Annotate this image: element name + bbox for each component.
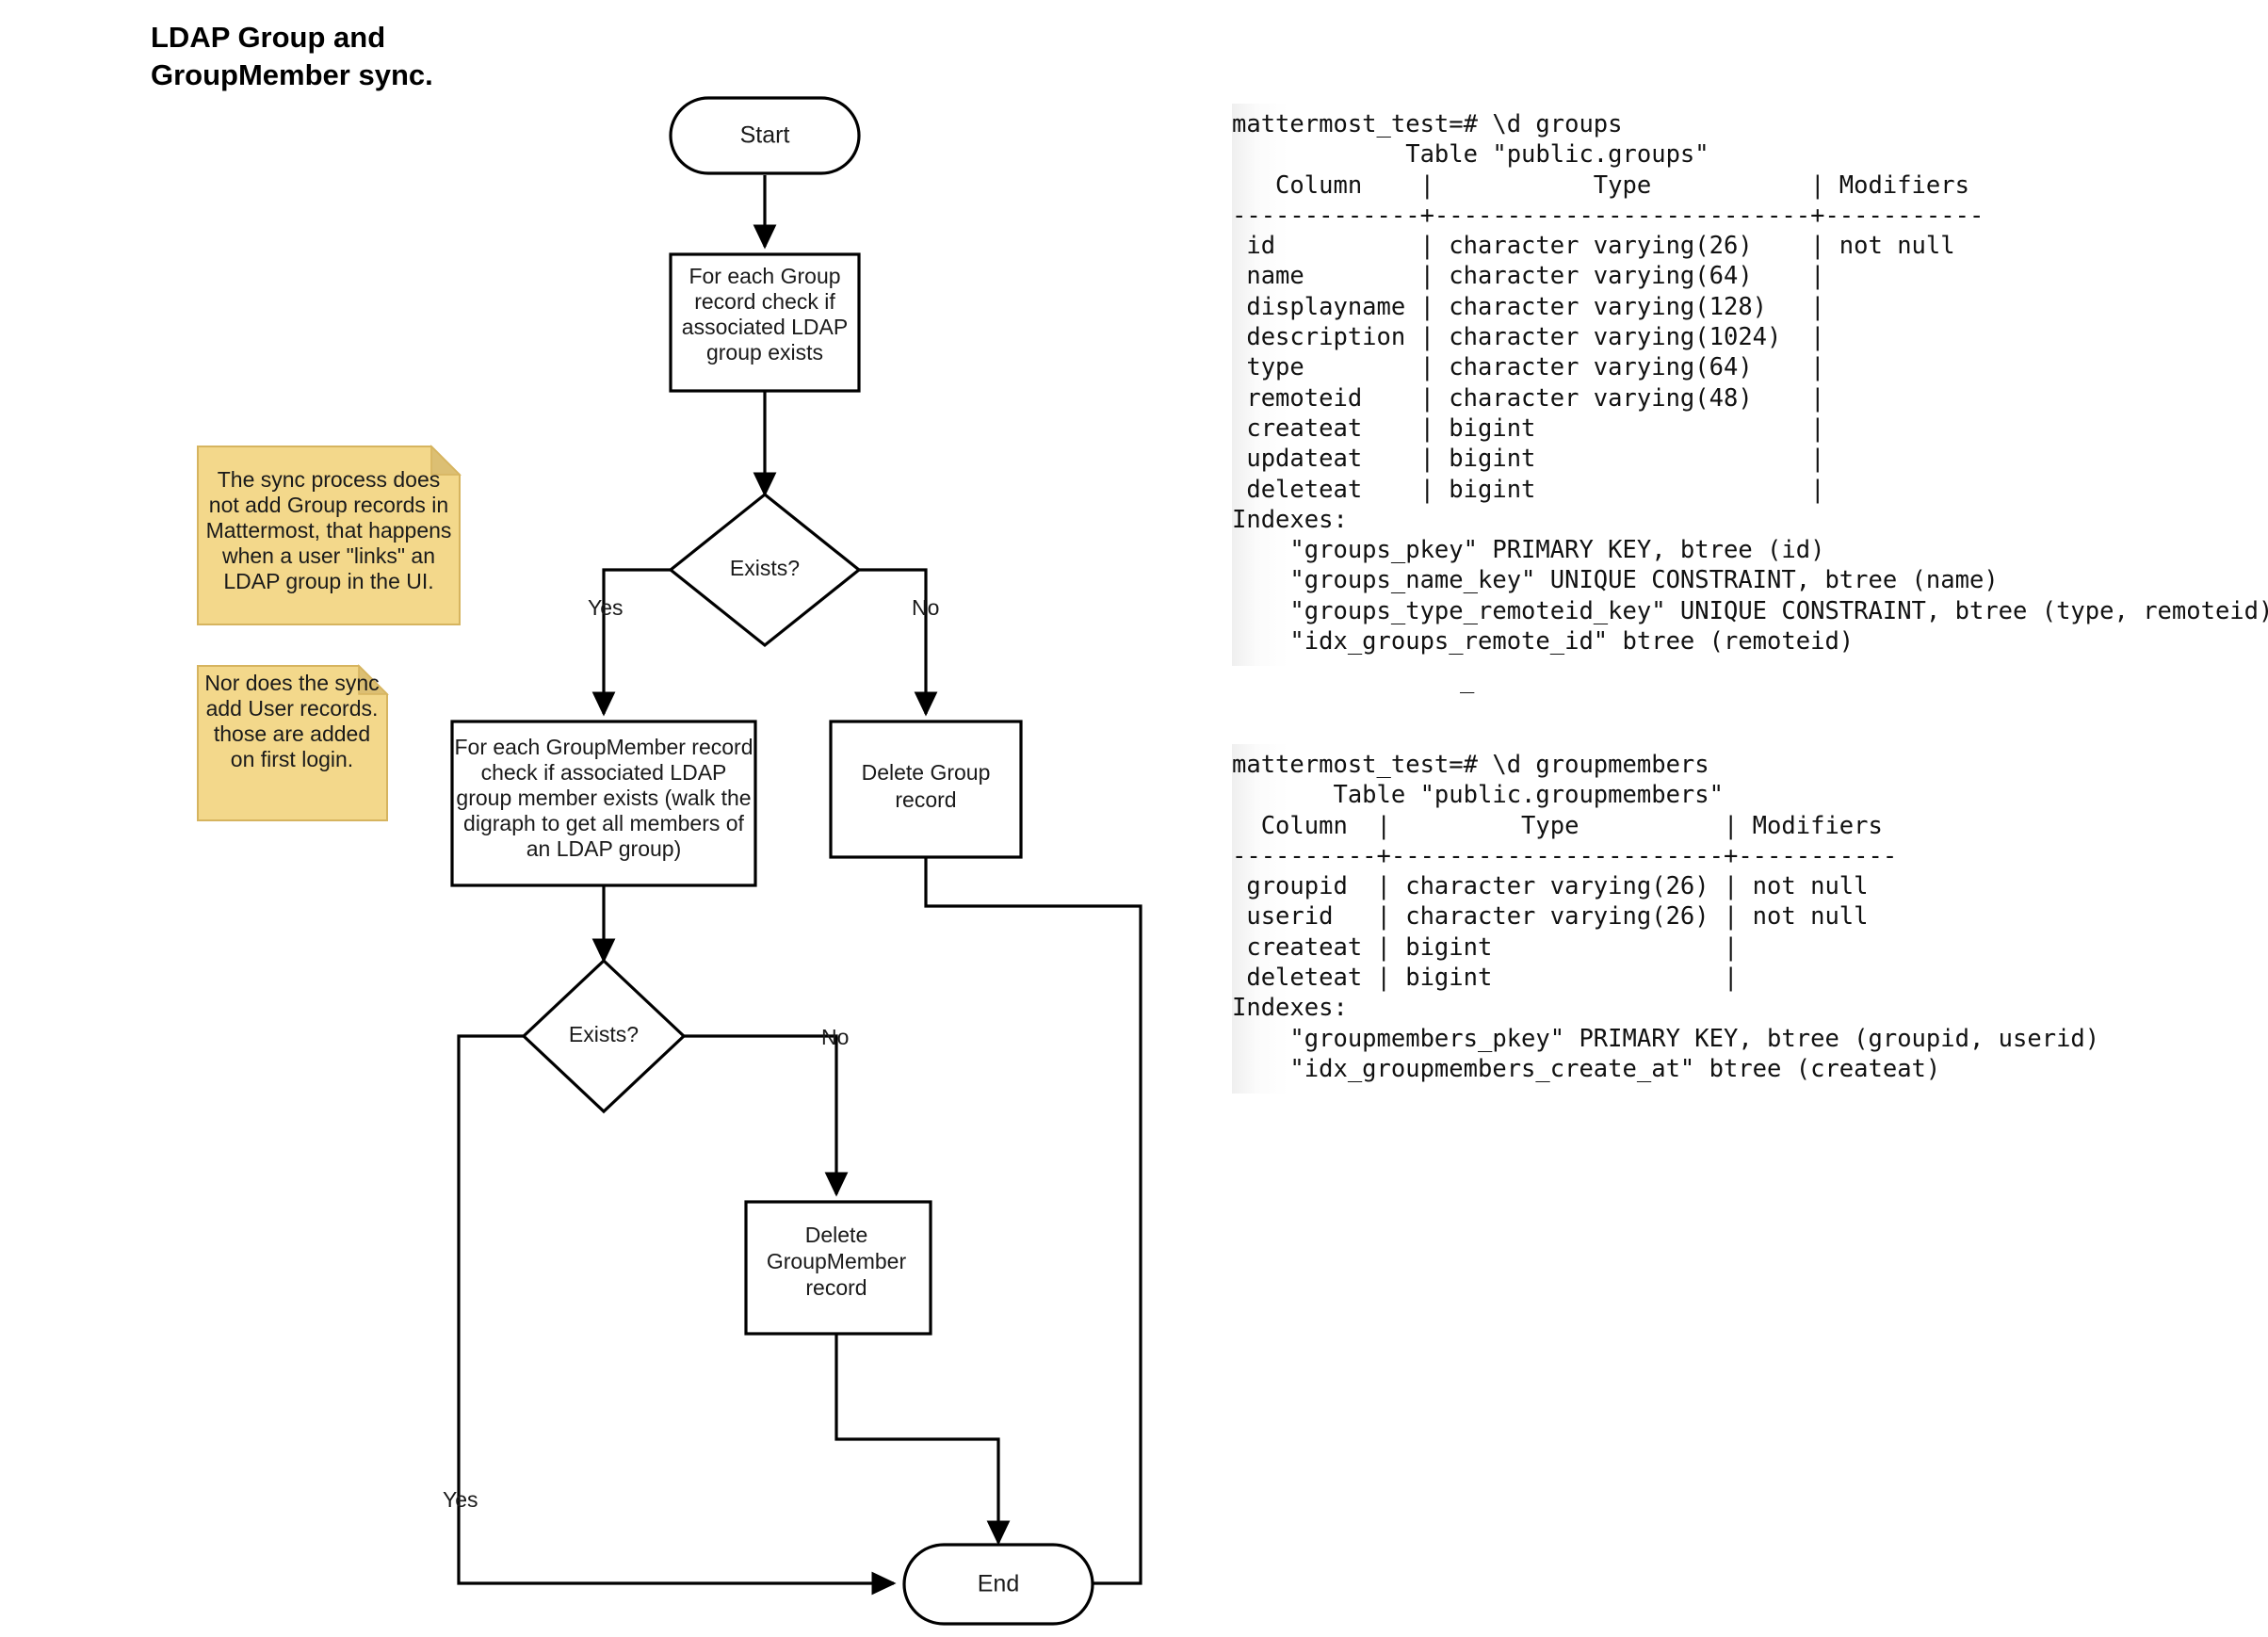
note-2-line-2: add User records. [206, 696, 379, 721]
note-1-line-5: LDAP group in the UI. [223, 569, 433, 593]
node-end[interactable]: End [902, 1543, 1094, 1626]
flowchart-canvas: Start For each Group record check if ass… [197, 96, 1142, 1626]
node-start[interactable]: Start [669, 96, 861, 175]
node-delete-group-line-1: Delete Group [862, 760, 991, 785]
connector-exists2-no-to-delete-groupmember [684, 1034, 849, 1197]
connector-exists1-yes-to-check-groupmember [591, 568, 671, 717]
note-2-line-4: on first login. [231, 747, 353, 771]
node-end-label: End [978, 1571, 1019, 1597]
node-check-group-line-3: associated LDAP [682, 315, 848, 339]
node-check-gm-line-1: For each GroupMember record [454, 735, 753, 759]
node-delete-gm-line-1: Delete [805, 1223, 867, 1247]
note-sync-no-group-add: The sync process does not add Group reco… [197, 445, 462, 625]
node-delete-gm-line-2: GroupMember [767, 1249, 907, 1273]
node-check-group-line-4: group exists [706, 340, 823, 365]
terminal-output-groupmembers: mattermost_test=# \d groupmembers Table … [1232, 744, 2099, 1094]
edge-label-exists1-yes: Yes [588, 595, 624, 620]
edge-label-exists2-no: No [821, 1025, 849, 1049]
node-exists-2-label: Exists? [569, 1022, 639, 1046]
note-2-line-3: those are added [214, 721, 370, 746]
node-check-group-line-2: record check if [694, 289, 835, 314]
terminal-cursor: _ [1460, 666, 1475, 694]
note-1-line-2: not add Group records in [209, 493, 448, 517]
node-exists-decision-1[interactable]: Exists? [668, 492, 862, 648]
node-delete-group-record[interactable]: Delete Group record [829, 720, 1023, 859]
connector-delete-group-to-end [924, 857, 1142, 1596]
terminal-output-groups: mattermost_test=# \d groups Table "publi… [1232, 104, 2268, 667]
node-exists-decision-2[interactable]: Exists? [521, 958, 687, 1114]
note-2-line-1: Nor does the sync [204, 671, 379, 695]
edge-label-exists2-yes: Yes [443, 1487, 478, 1512]
connector-exists1-no-to-delete-group [859, 568, 938, 717]
note-sync-no-user-add: Nor does the sync add User records. thos… [197, 664, 389, 821]
node-check-gm-line-5: an LDAP group) [526, 836, 682, 861]
node-check-gm-line-2: check if associated LDAP [481, 760, 727, 785]
node-start-label: Start [740, 122, 790, 149]
node-delete-group-line-2: record [895, 787, 956, 812]
edge-label-exists1-no: No [912, 595, 939, 620]
connector-delete-groupmember-to-end [834, 1333, 1011, 1546]
node-exists-1-label: Exists? [730, 556, 800, 580]
note-1-line-1: The sync process does [218, 467, 441, 492]
note-1-line-3: Mattermost, that happens [206, 518, 452, 543]
node-check-gm-line-3: group member exists (walk the [456, 786, 751, 810]
connector-exists2-yes-to-end [457, 1034, 897, 1596]
page-title: LDAP Group and GroupMember sync. [151, 21, 433, 91]
node-check-group-line-1: For each Group [688, 264, 840, 288]
node-check-gm-line-4: digraph to get all members of [463, 811, 744, 835]
node-delete-groupmember-record[interactable]: Delete GroupMember record [744, 1200, 932, 1336]
node-check-group-record[interactable]: For each Group record check if associate… [669, 252, 861, 393]
node-check-groupmember-record[interactable]: For each GroupMember record check if ass… [450, 720, 757, 887]
note-1-line-4: when a user "links" an [221, 543, 435, 568]
node-delete-gm-line-3: record [805, 1275, 867, 1300]
